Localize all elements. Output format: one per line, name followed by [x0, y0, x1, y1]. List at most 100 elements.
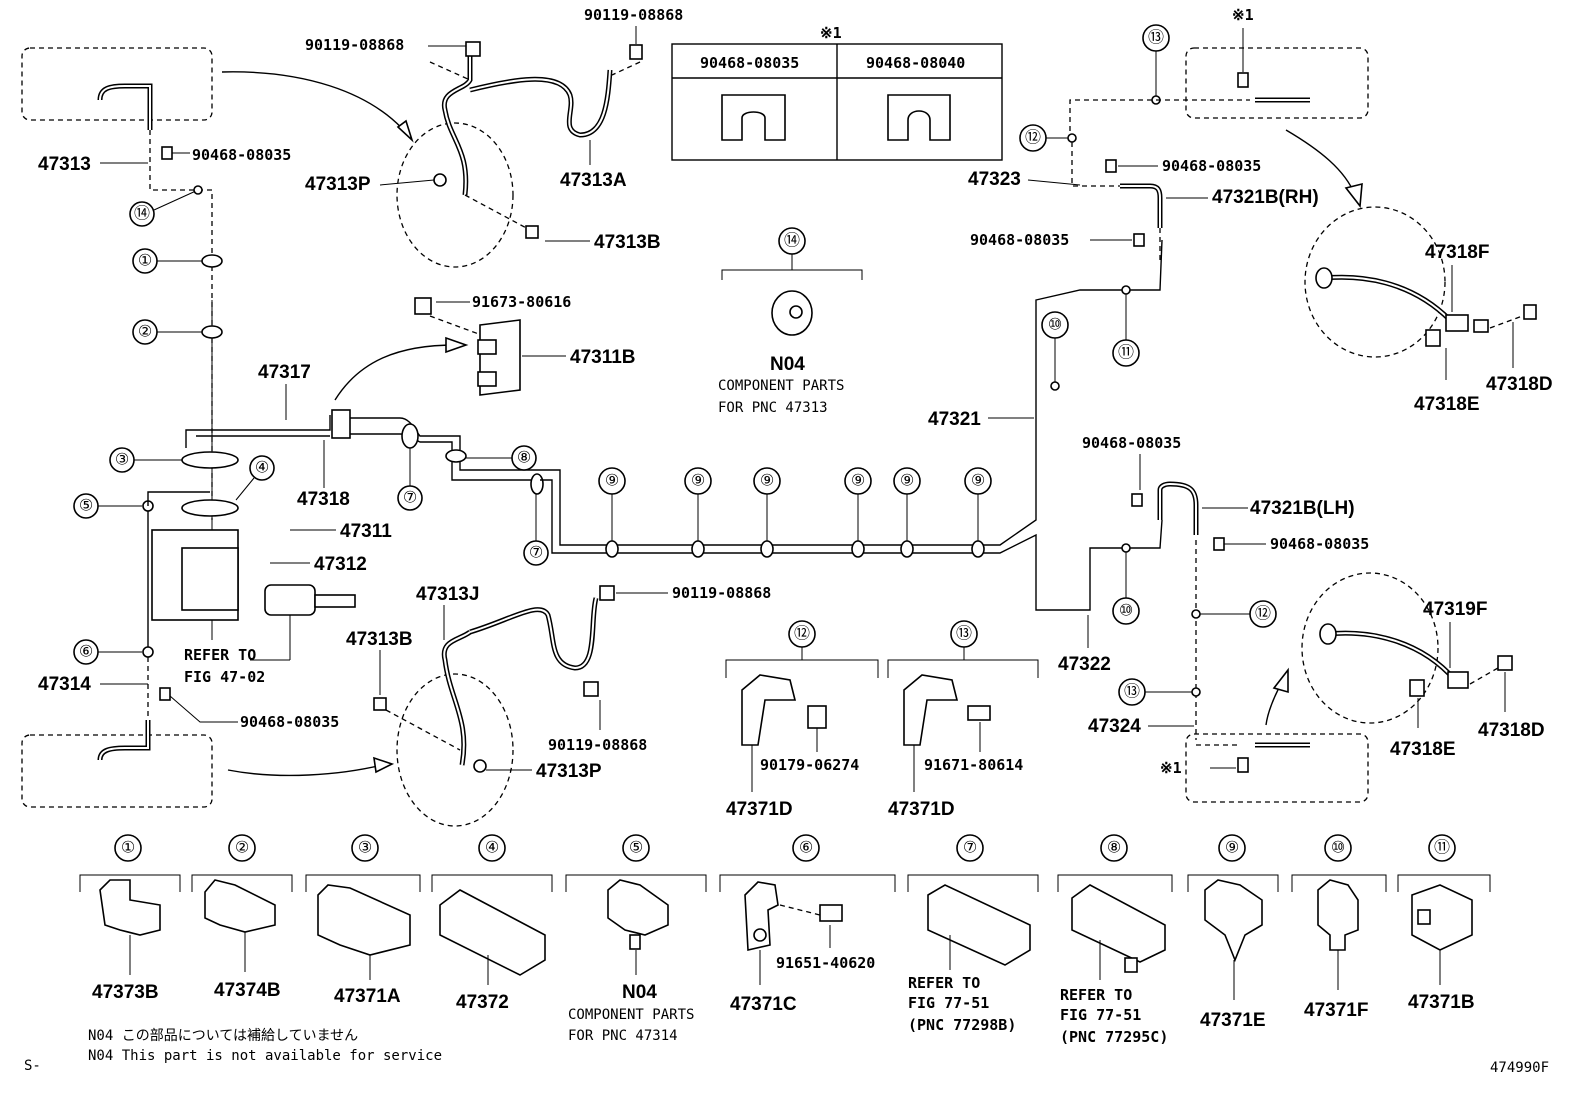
- part-47371A: 47371A: [334, 986, 401, 1007]
- bottom-ref-1: ①: [121, 840, 135, 857]
- arrow-front-left: [221, 71, 409, 136]
- arrow-bracket: [334, 344, 456, 401]
- hose-47321B-LH: [1157, 481, 1199, 535]
- bottom-ref-3: ③: [358, 840, 372, 857]
- zoom-circle-rear-right-top: [1304, 206, 1446, 358]
- ref-13-right: ⑬: [1124, 683, 1140, 701]
- label-47318: 47318: [297, 489, 350, 510]
- zoom-circle-front-upper: [396, 122, 514, 268]
- part-47371B: 47371B: [1408, 992, 1475, 1013]
- ref-2-left: ②: [138, 324, 152, 341]
- refer-8-l1: REFER TO: [1060, 986, 1132, 1004]
- bottom-ref-9: ⑨: [1225, 840, 1239, 857]
- ref-12-top: ⑫: [1025, 129, 1041, 147]
- svg-text:⑨: ⑨: [760, 473, 774, 490]
- detail-box-rear-right-bottom: [1185, 733, 1369, 803]
- zoom-circle-front-lower: [396, 673, 514, 827]
- label-90468-08035-c: 90468-08035: [1162, 157, 1261, 175]
- part-91651-40620: 91651-40620: [776, 954, 875, 972]
- component-parts-47314-l2: FOR PNC 47314: [568, 1028, 678, 1044]
- note-mark-right-top: ※1: [1232, 6, 1254, 24]
- refer-7-l2: FIG 77-51: [908, 994, 989, 1012]
- label-47324: 47324: [1088, 716, 1141, 737]
- label-47319F: 47319F: [1423, 599, 1487, 620]
- label-90119-08868-d: 90119-08868: [548, 736, 647, 754]
- refer-fig-47-02-l2: FIG 47-02: [184, 668, 265, 686]
- ref-11: ⑪: [1118, 344, 1134, 362]
- refer-fig-47-02-l1: REFER TO: [184, 646, 256, 664]
- label-47321B-LH: 47321B(LH): [1250, 498, 1355, 519]
- label-47317: 47317: [258, 362, 311, 383]
- clip-47372-icon: [439, 889, 546, 976]
- clip-47371B-icon: [1411, 884, 1473, 951]
- part-47372: 47372: [456, 992, 509, 1013]
- ref-7-b: ⑦: [529, 545, 543, 562]
- label-90468-08035-b: 90468-08035: [240, 713, 339, 731]
- ref-14-left: ⑭: [134, 205, 150, 223]
- part-n04-bottom: N04: [622, 982, 657, 1003]
- part-47371E: 47371E: [1200, 1010, 1266, 1031]
- part-47374B: 47374B: [214, 980, 281, 1001]
- arrow-rear-right-top: [1285, 129, 1356, 196]
- label-90119-08868-a: 90119-08868: [305, 36, 404, 54]
- ref-9-group: ⑨ ⑨ ⑨ ⑨ ⑨ ⑨: [598, 467, 992, 558]
- detail-box-front-left: [21, 47, 213, 121]
- clip-table-col-2: 90468-08040: [866, 54, 965, 72]
- bottom-ref-2: ②: [235, 840, 249, 857]
- label-47313B-a: 47313B: [594, 232, 661, 253]
- clip-47371F-icon: [1317, 879, 1359, 951]
- footnote-en: N04 This part is not available for servi…: [88, 1048, 442, 1064]
- label-47313: 47313: [38, 154, 91, 175]
- drawing-number: 474990F: [1490, 1060, 1549, 1076]
- flex-hose-lower: [441, 629, 472, 766]
- label-47318F: 47318F: [1425, 242, 1489, 263]
- clip-table-col-1: 90468-08035: [700, 54, 799, 72]
- refer-8-l2: FIG 77-51: [1060, 1006, 1141, 1024]
- label-47313P-b: 47313P: [536, 761, 602, 782]
- label-47318D-a: 47318D: [1486, 374, 1553, 395]
- svg-text:⑨: ⑨: [851, 473, 865, 490]
- ref-13-top: ⑬: [1148, 29, 1164, 47]
- label-90119-08868-c: 90119-08868: [672, 584, 771, 602]
- label-47311B: 47311B: [570, 347, 636, 368]
- clip-47371E-icon: [1204, 879, 1263, 963]
- ref-13-detail: ⑬: [956, 625, 972, 643]
- label-47371D-a: 47371D: [726, 799, 793, 820]
- detail-box-rear-right-top: [1185, 47, 1369, 119]
- clip-47374B-icon: [204, 879, 276, 933]
- clip-47373B-icon: [99, 879, 161, 936]
- bottom-ref-6: ⑥: [799, 840, 813, 857]
- label-47318E-b: 47318E: [1390, 739, 1456, 760]
- svg-text:⑨: ⑨: [691, 473, 705, 490]
- label-47318E-a: 47318E: [1414, 394, 1480, 415]
- clip-icon: [161, 146, 173, 160]
- brake-lines-bundle-a: [185, 415, 331, 440]
- label-n04-top: N04: [770, 354, 805, 375]
- ref-8: ⑧: [517, 450, 531, 467]
- bottom-ref-10: ⑩: [1331, 840, 1345, 857]
- arrow-rear-left: [227, 764, 383, 777]
- bottom-parts-row: ① 47373B ② 47374B ③ 47371A ④ 47372 ⑤ N04…: [79, 834, 1491, 1046]
- clip-08035-icon: [721, 94, 786, 141]
- clip-47371A-icon: [317, 884, 411, 956]
- rear-brake-line-main: [540, 239, 1163, 546]
- clamp-47371C-icon: [744, 881, 779, 951]
- label-47321B-RH: 47321B(RH): [1212, 187, 1319, 208]
- refer-8-l3: (PNC 77295C): [1060, 1028, 1168, 1046]
- label-47313A: 47313A: [560, 170, 627, 191]
- label-91671-80614: 91671-80614: [924, 756, 1023, 774]
- note-mark-right-bottom: ※1: [1160, 759, 1182, 777]
- zoom-circle-rear-right-bottom: [1301, 572, 1439, 724]
- label-47311: 47311: [340, 521, 392, 542]
- label-91673-80616: 91673-80616: [472, 293, 571, 311]
- bottom-ref-7: ⑦: [963, 840, 977, 857]
- part-47371F: 47371F: [1304, 1000, 1368, 1021]
- hose-47321B-RH: [1120, 183, 1163, 228]
- bottom-ref-11: ⑪: [1434, 839, 1450, 857]
- label-47314: 47314: [38, 674, 91, 695]
- ref-4: ④: [255, 460, 269, 477]
- brake-hose-front-left: [97, 83, 153, 130]
- clamp-47371D-a-icon: [741, 674, 797, 746]
- label-47322: 47322: [1058, 654, 1111, 675]
- label-47313P-a: 47313P: [305, 174, 371, 195]
